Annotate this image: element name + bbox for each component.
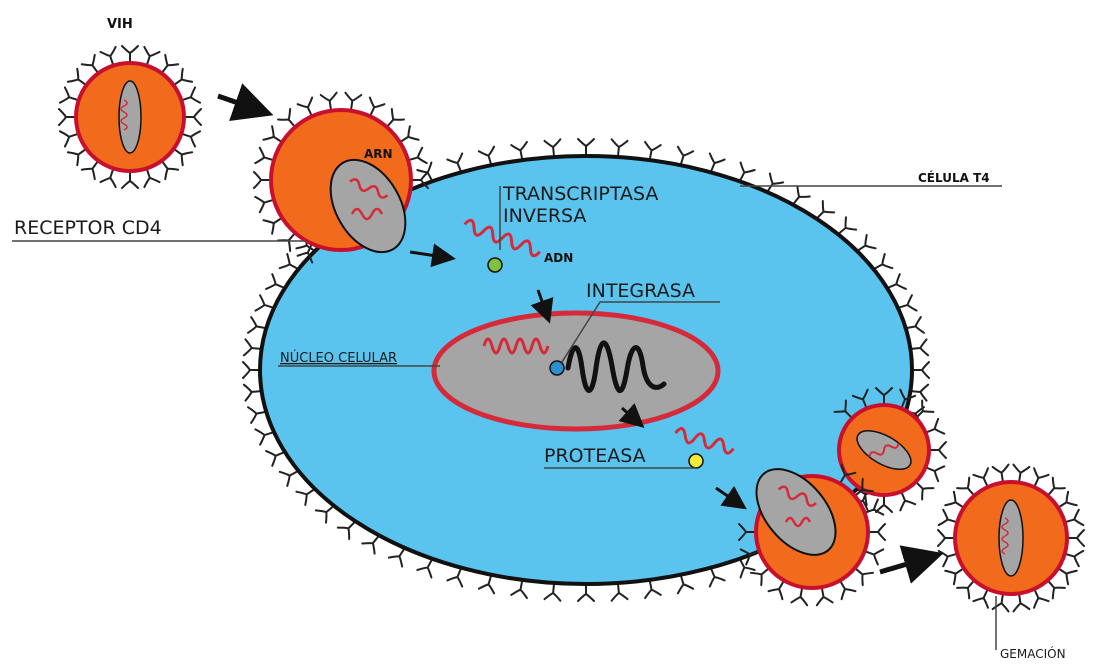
receptor-icon bbox=[1011, 465, 1029, 482]
receptor-icon bbox=[321, 93, 339, 110]
label-integrasa: INTEGRASA bbox=[586, 280, 695, 302]
enzyme-dot-icon bbox=[550, 361, 564, 375]
receptor-icon bbox=[914, 362, 929, 378]
label-proteasa: PROTEASA bbox=[544, 445, 646, 467]
receptor-icon bbox=[511, 580, 530, 598]
receptor-icon bbox=[931, 442, 946, 458]
receptor-icon bbox=[642, 142, 661, 160]
nucleus bbox=[434, 313, 718, 429]
receptor-icon bbox=[59, 109, 74, 125]
receptor-icon bbox=[243, 362, 258, 378]
receptor-icon bbox=[244, 339, 260, 356]
receptor-icon bbox=[244, 383, 260, 400]
free-virus-top bbox=[59, 46, 201, 188]
receptor-icon bbox=[578, 139, 594, 154]
receptor-icon bbox=[870, 524, 885, 540]
receptor-icon bbox=[122, 173, 138, 188]
receptor-icon bbox=[511, 142, 530, 160]
receptor-icon bbox=[343, 93, 361, 110]
label-receptor-cd4: RECEPTOR CD4 bbox=[14, 217, 162, 239]
label-transcriptasa: TRANSCRIPTASA bbox=[502, 183, 658, 205]
receptor-icon bbox=[814, 588, 832, 606]
receptor-icon bbox=[912, 339, 928, 356]
receptor-icon bbox=[1069, 530, 1084, 546]
receptor-icon bbox=[1011, 594, 1029, 611]
label-nucleo: NÚCLEO CELULAR bbox=[280, 350, 397, 366]
label-celula-t4: CÉLULA T4 bbox=[918, 170, 990, 185]
receptor-icon bbox=[544, 584, 561, 600]
receptor-icon bbox=[610, 584, 627, 600]
receptor-icon bbox=[993, 465, 1011, 482]
released-virus bbox=[938, 465, 1084, 612]
receptor-icon bbox=[610, 139, 627, 155]
receptor-icon bbox=[791, 588, 809, 606]
receptor-icon bbox=[186, 109, 201, 125]
label-gemacion: GEMACIÓN bbox=[1000, 646, 1066, 661]
label-inversa: INVERSA bbox=[503, 205, 586, 227]
label-vih: VIH bbox=[107, 17, 133, 32]
receptor-icon bbox=[254, 172, 269, 188]
receptor-icon bbox=[544, 139, 561, 155]
receptor-icon bbox=[642, 580, 661, 598]
label-adn: ADN bbox=[544, 251, 573, 265]
enzyme-dot-icon bbox=[689, 454, 703, 468]
receptor-icon bbox=[122, 46, 138, 61]
receptor-icon bbox=[578, 586, 594, 601]
entering-virus bbox=[254, 93, 428, 266]
enzyme-dot-icon bbox=[488, 258, 502, 272]
receptor-icon bbox=[938, 530, 953, 546]
label-arn: ARN bbox=[364, 147, 393, 161]
receptor-icon bbox=[912, 383, 928, 400]
